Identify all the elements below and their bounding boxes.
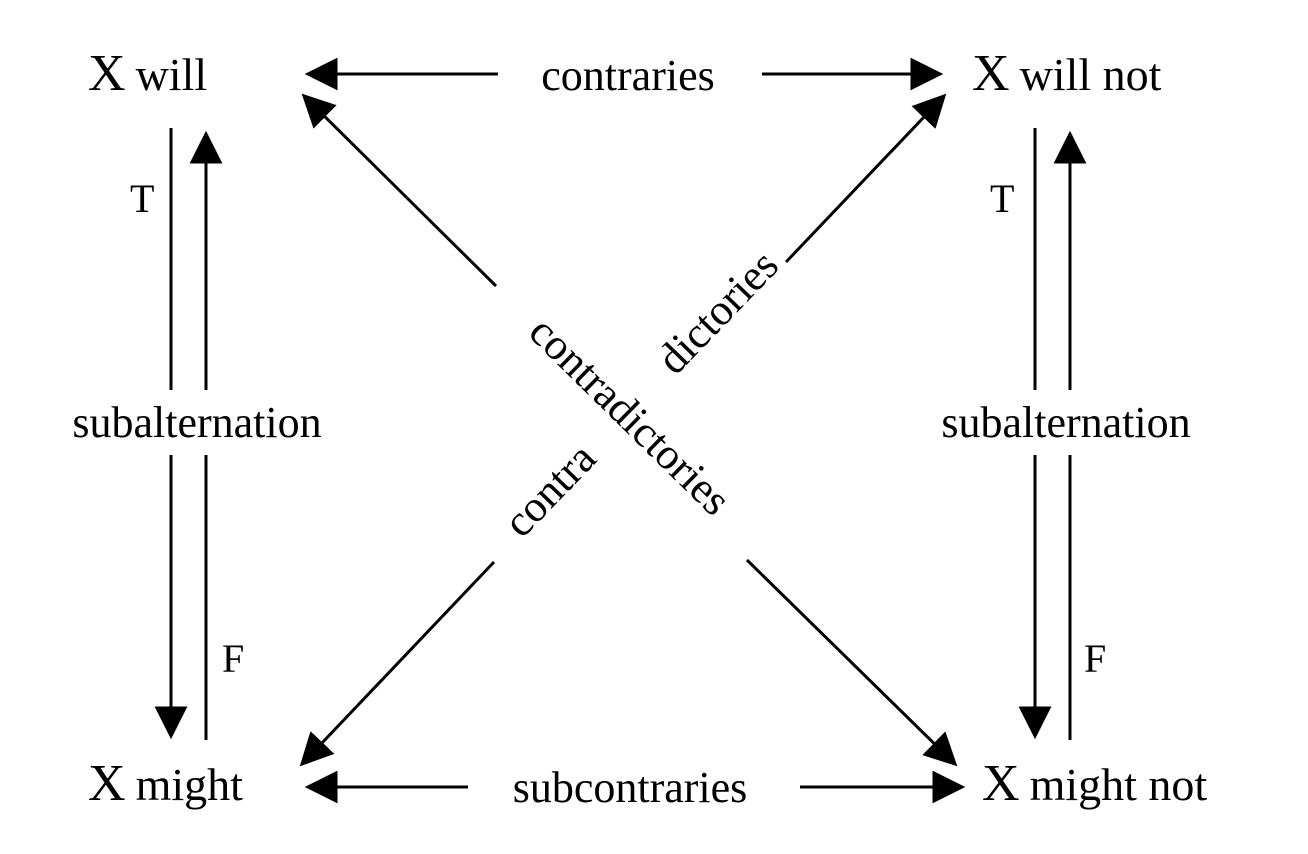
left-subalternation-label: subalternation [72, 398, 321, 447]
corner-symbol: X [972, 45, 1010, 102]
right-subalternation-label: subalternation [941, 398, 1190, 447]
right-true-label: T [990, 176, 1014, 221]
corner-symbol: X [982, 755, 1020, 812]
right-false-label: F [1084, 636, 1106, 681]
contraries-label: contraries [541, 51, 714, 100]
corner-word: will not [1020, 49, 1162, 100]
contradictories-rising-label-lower: contra [494, 433, 606, 546]
diagonal-rising-arrow-lower [299, 560, 496, 767]
diagonal-falling-arrow-upper [301, 93, 498, 288]
subcontraries-label: subcontraries [513, 763, 748, 812]
diagonal-rising-arrow-upper [784, 93, 947, 264]
left-true-label: T [130, 176, 154, 221]
corner-symbol: X [88, 45, 126, 102]
corner-word: might [136, 759, 244, 810]
corner-word: will [136, 49, 208, 100]
contradictories-rising-label-upper: dictories [647, 240, 787, 383]
left-false-label: F [222, 636, 244, 681]
corner-symbol: X [88, 755, 126, 812]
corner-word: might not [1030, 759, 1208, 810]
diagonal-falling-arrow-lower [745, 558, 958, 767]
